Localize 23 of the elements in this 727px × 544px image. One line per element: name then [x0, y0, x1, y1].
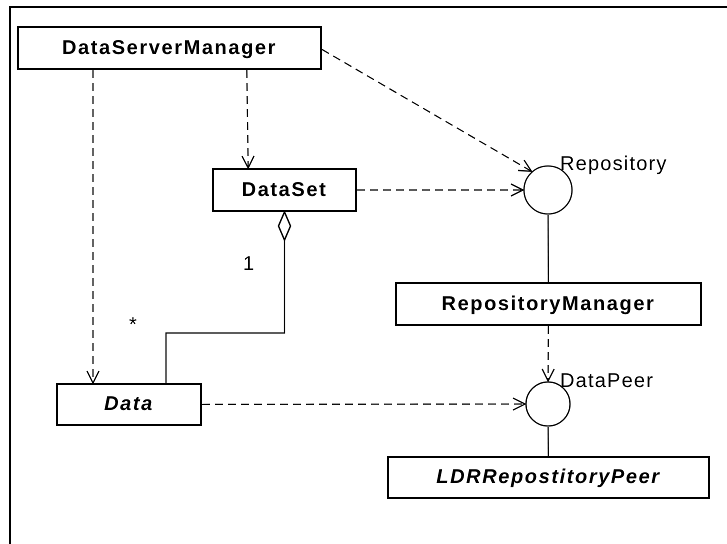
dependency-arrow — [542, 326, 555, 382]
dependency-arrow — [241, 70, 255, 169]
dependency-arrow — [202, 397, 526, 411]
class-box — [17, 26, 322, 70]
class-box — [387, 456, 710, 499]
class-box — [395, 282, 702, 326]
class-box — [212, 168, 357, 212]
class-name: LDRRepostitoryPeer — [436, 466, 661, 489]
interface-name: DataPeer — [560, 370, 654, 393]
dependency-arrow — [357, 183, 524, 197]
class-name: DataServerManager — [62, 36, 278, 60]
class-box — [56, 383, 202, 426]
class-name: DataSet — [242, 178, 328, 202]
dependency-arrow — [322, 48, 532, 172]
dependency-arrow — [86, 70, 100, 384]
multiplicity-label: 1 — [243, 253, 254, 276]
multiplicity-label: * — [129, 314, 137, 337]
class-name: RepositoryManager — [442, 292, 656, 316]
connector-line — [548, 215, 549, 282]
class-name: Data — [104, 393, 154, 416]
interface-name: Repository — [560, 153, 668, 176]
aggregation-line — [165, 211, 292, 383]
connector-line — [548, 427, 549, 456]
